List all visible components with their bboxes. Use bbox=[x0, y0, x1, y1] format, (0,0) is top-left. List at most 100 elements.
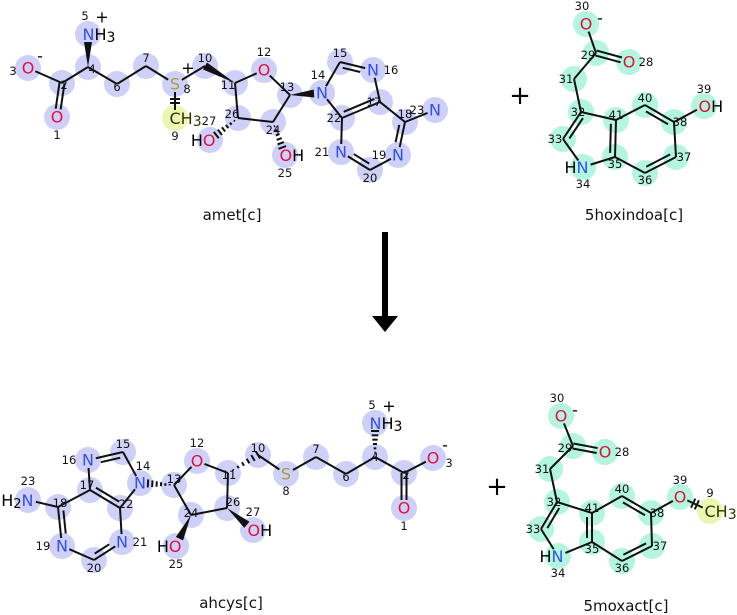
bond bbox=[119, 507, 123, 535]
bond bbox=[591, 541, 623, 562]
atom-number: 27 bbox=[246, 505, 261, 519]
atom-label-s: S bbox=[281, 465, 291, 484]
atom-number: 32 bbox=[547, 495, 562, 509]
atom-highlight bbox=[75, 21, 101, 47]
atom-number: 23 bbox=[410, 103, 425, 117]
atom-label-o: O bbox=[427, 449, 440, 468]
atom-number: 8 bbox=[282, 484, 289, 498]
atom-number: 2 bbox=[60, 78, 67, 92]
bond bbox=[394, 121, 406, 148]
atom-number: 30 bbox=[575, 0, 590, 13]
atom-number: 20 bbox=[363, 171, 378, 185]
atom-highlight bbox=[162, 71, 188, 97]
bond bbox=[549, 445, 574, 470]
atom-highlight bbox=[49, 533, 75, 559]
atom-highlight bbox=[109, 529, 135, 555]
atom-highlight bbox=[15, 487, 41, 513]
atom-number: 16 bbox=[62, 453, 77, 467]
bond bbox=[54, 82, 66, 110]
bond bbox=[595, 49, 623, 64]
bond bbox=[540, 501, 561, 530]
atom-highlight bbox=[548, 403, 574, 429]
bond bbox=[203, 62, 235, 83]
bond bbox=[61, 66, 89, 84]
atom-label-n: N bbox=[335, 143, 347, 162]
bond bbox=[562, 138, 580, 162]
bond bbox=[84, 42, 92, 67]
atom-label-n: NH3 bbox=[83, 25, 116, 47]
molecule-name-amet: amet[c] bbox=[203, 206, 262, 224]
atom-number: 3 bbox=[9, 64, 16, 78]
atom-number: 33 bbox=[548, 132, 563, 146]
atom-number: 39 bbox=[697, 82, 712, 96]
atom-number: 4 bbox=[371, 450, 378, 464]
atom-number: 21 bbox=[315, 145, 330, 159]
atom-label-o: O bbox=[623, 53, 636, 72]
atom-label-n: N bbox=[429, 101, 441, 120]
atom-number: 6 bbox=[342, 470, 349, 484]
bond bbox=[237, 117, 274, 123]
atom-number: 29 bbox=[558, 441, 573, 455]
bond bbox=[540, 528, 555, 550]
atom-number: 10 bbox=[251, 441, 266, 455]
bond-layer bbox=[34, 31, 704, 562]
atom-number: 40 bbox=[638, 91, 653, 105]
atom-number: 7 bbox=[142, 51, 149, 65]
atom-number: 6 bbox=[113, 80, 120, 94]
atom-number: 20 bbox=[87, 561, 102, 575]
atom-number: 5 bbox=[368, 398, 375, 412]
bond bbox=[315, 456, 347, 475]
atom-number: 25 bbox=[278, 166, 293, 180]
atom-number: 38 bbox=[673, 115, 688, 129]
atom-number: 22 bbox=[327, 111, 342, 125]
atom-label-c: CH3 bbox=[705, 502, 737, 524]
atom-highlight bbox=[127, 470, 153, 496]
bond bbox=[573, 78, 582, 113]
atom-number: 40 bbox=[615, 482, 630, 496]
bond bbox=[673, 108, 698, 123]
atom-number: 19 bbox=[36, 539, 51, 553]
atom-label-o: OH bbox=[699, 97, 724, 116]
atom-number: 28 bbox=[615, 445, 630, 459]
atom-number: 38 bbox=[650, 506, 665, 520]
bond bbox=[273, 125, 287, 150]
atom-highlight bbox=[697, 498, 723, 524]
atom-number: 26 bbox=[226, 495, 241, 509]
bond bbox=[369, 157, 392, 171]
molecule-name-ahcys: ahcys[c] bbox=[199, 594, 263, 612]
atom-number: 1 bbox=[53, 128, 60, 142]
atom-label-n: N bbox=[56, 537, 68, 556]
atom-label-n: H2N bbox=[1, 491, 33, 512]
atom-highlight bbox=[362, 410, 388, 436]
bond bbox=[586, 513, 593, 542]
atom-number: 11 bbox=[222, 468, 237, 482]
bond bbox=[146, 479, 171, 488]
atom-number: 37 bbox=[653, 539, 668, 553]
bond bbox=[269, 74, 291, 96]
atom-highlight bbox=[75, 447, 101, 473]
bond bbox=[650, 499, 674, 514]
charge-label: + bbox=[181, 59, 194, 78]
bond bbox=[379, 101, 406, 123]
atom-number: 12 bbox=[190, 436, 205, 450]
atom-number: 16 bbox=[384, 63, 399, 77]
atom-number: 39 bbox=[673, 473, 688, 487]
bond bbox=[87, 467, 91, 491]
atom-number: 24 bbox=[184, 506, 199, 520]
bond bbox=[373, 77, 381, 103]
atom-number: 14 bbox=[136, 459, 151, 473]
bond bbox=[400, 473, 408, 500]
bond bbox=[257, 454, 280, 471]
plus-sign-top: + bbox=[509, 81, 531, 111]
plus-sign-bottom: + bbox=[486, 472, 508, 502]
atom-highlight bbox=[15, 55, 41, 81]
atom-highlight bbox=[391, 495, 417, 521]
molecule-name-5hoxindoa: 5hoxindoa[c] bbox=[585, 206, 683, 224]
bond bbox=[609, 119, 617, 158]
atom-number: 31 bbox=[535, 462, 550, 476]
bond bbox=[173, 484, 192, 516]
bond bbox=[145, 65, 169, 81]
bond bbox=[686, 498, 704, 510]
atom-number: 12 bbox=[257, 45, 272, 59]
